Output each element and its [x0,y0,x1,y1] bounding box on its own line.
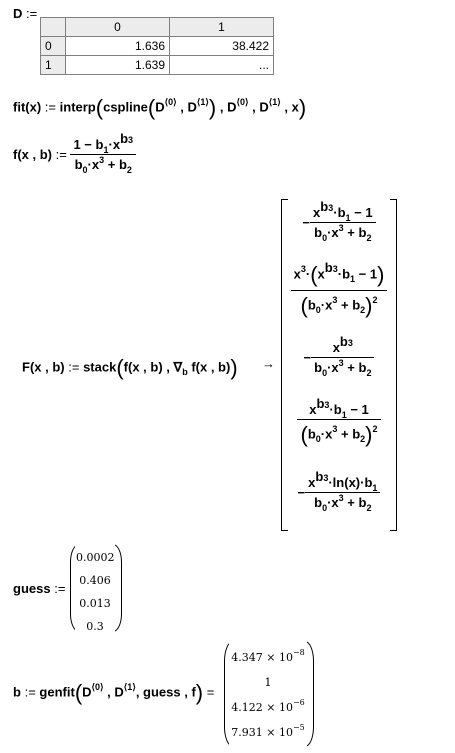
result-vector: 4.347 × 10−8 1 4.122 × 10−6 7.931 × 10−5 [229,646,307,746]
guess-value: 0.013 [79,597,111,610]
matrix-cell[interactable]: 1.636 [65,36,170,56]
matrix-cell[interactable]: 1.639 [65,55,170,75]
gradient-element-2: x3·(xb3·b1 − 1) (b0·x3 + b2)2 [288,260,390,319]
guess-value: 0.406 [79,574,111,587]
gradient-element-5: − xb3·ln(x)·b1 b0·x3 + b2 [288,469,390,513]
guess-value: 0.3 [86,620,104,633]
guess-vector: 0.0002 0.406 0.013 0.3 [76,546,115,638]
F-definition[interactable]: F(x , b) := stack(f(x , b) , ∇b f(x , b)… [22,355,238,380]
result-value: 7.931 × 10−5 [231,723,305,739]
result-value: 4.347 × 10−8 [231,648,305,664]
row-index: 0 [40,36,66,56]
matrix-d-label: D := [13,6,38,21]
genfit-definition[interactable]: b := genfit(D⟨0⟩ , D⟨1⟩, guess , f) = [13,680,215,705]
guess-value: 0.0002 [76,551,115,564]
result-value: 4.122 × 10−6 [231,698,305,714]
result-right-bracket [390,199,397,531]
f-definition[interactable]: f(x , b) := 1 − b1·xb3 b0·x3 + b2 [13,131,137,175]
matrix-ellipsis-cell[interactable]: ... [169,55,274,75]
result-value: 1 [264,676,272,689]
fit-definition[interactable]: fit(x) := interp(cspline(D⟨0⟩ , D⟨1⟩) , … [13,95,307,120]
col-header-1: 1 [169,17,274,37]
matrix-cell[interactable]: 38.422 [169,36,274,56]
row-index: 1 [40,55,66,75]
guess-definition[interactable]: guess := [13,581,66,596]
gradient-element-1: − xb3·b1 − 1 b0·x3 + b2 [292,199,386,243]
table-row: 1 1.639 ... [40,55,274,75]
result-left-bracket [281,199,288,531]
matrix-d-table[interactable]: 0 1 0 1.636 38.422 1 1.639 ... [40,17,274,75]
gradient-element-4: xb3·b1 − 1 (b0·x3 + b2)2 [288,396,390,448]
table-row: 0 1.636 38.422 [40,36,274,56]
corner-cell [40,17,66,37]
f-fraction: 1 − b1·xb3 b0·x3 + b2 [70,131,137,175]
gradient-element-3: − xb3 b0·x3 + b2 [292,334,386,378]
col-header-0: 0 [65,17,170,37]
symbolic-arrow: → [262,356,275,371]
